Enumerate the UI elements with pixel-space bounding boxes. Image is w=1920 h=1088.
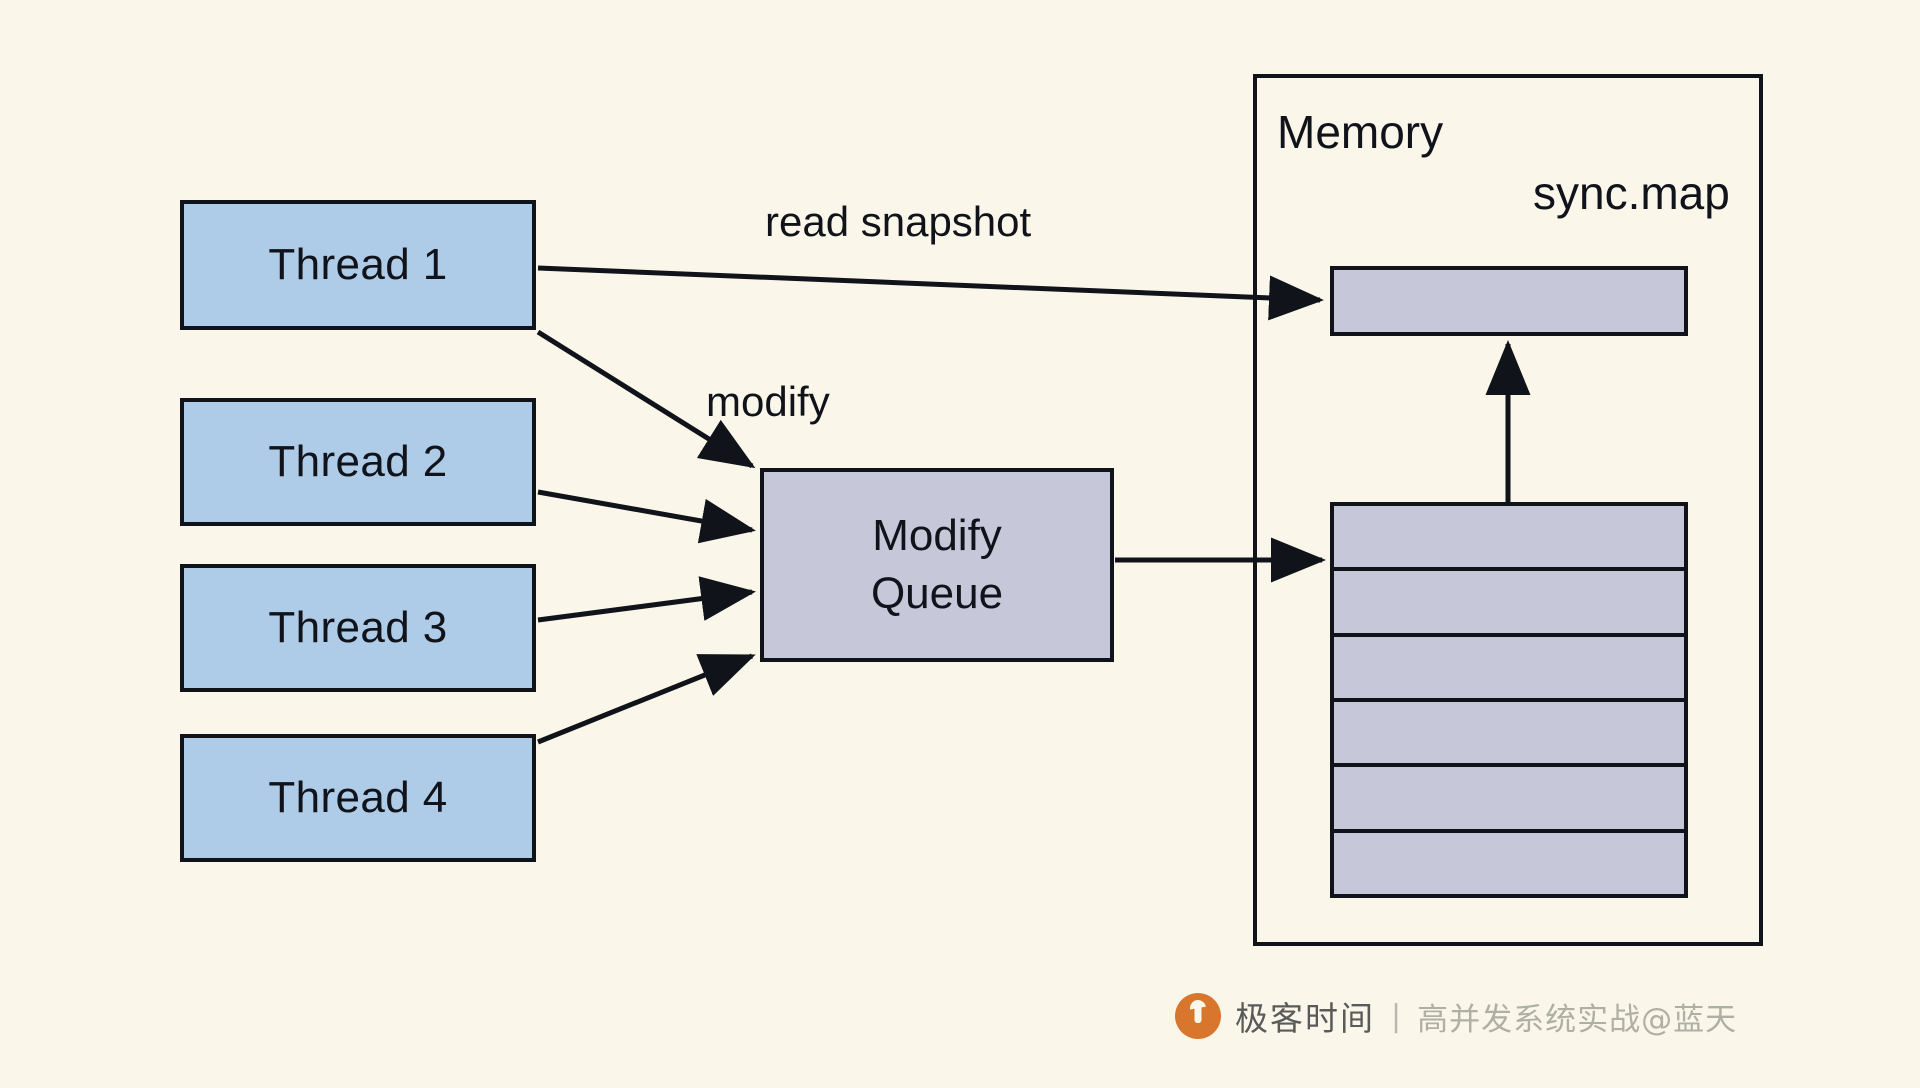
snapshot-row[interactable] xyxy=(1330,266,1688,336)
thread-label: Thread 2 xyxy=(268,437,448,486)
thread-box-1[interactable]: Thread 1 xyxy=(180,200,536,330)
dirty-stack[interactable] xyxy=(1330,502,1688,898)
modify-queue-label-line2: Queue xyxy=(870,569,1004,618)
edge-thread1-to-queue xyxy=(536,329,756,469)
thread-box-3[interactable]: Thread 3 xyxy=(180,564,536,692)
edge-thread3-to-queue xyxy=(537,576,756,623)
sync-map-label: sync.map xyxy=(1533,167,1730,219)
thread-label: Thread 1 xyxy=(268,240,448,289)
memory-title: Memory xyxy=(1277,106,1444,158)
edge-thread4-to-queue xyxy=(537,653,756,745)
edge-thread2-to-queue xyxy=(537,489,756,544)
modify-queue-label-line1: Modify xyxy=(872,510,1002,560)
thread-label: Thread 3 xyxy=(268,603,448,652)
modify-queue-box[interactable]: Modify Queue xyxy=(760,468,1114,662)
watermark-course: 高并发系统实战@蓝天 xyxy=(1417,1001,1738,1038)
edge-label-modify: modify xyxy=(706,378,830,425)
edge-thread1-to-snapshot xyxy=(537,265,1324,321)
thread-box-4[interactable]: Thread 4 xyxy=(180,734,536,862)
stack-row[interactable] xyxy=(1334,506,1684,572)
memory-frame xyxy=(1253,74,1763,946)
stack-row[interactable] xyxy=(1334,571,1684,637)
watermark-brand: 极客时间 xyxy=(1235,999,1375,1038)
watermark: 极客时间 | 高并发系统实战@蓝天 xyxy=(1175,988,1737,1044)
stack-row[interactable] xyxy=(1334,832,1684,894)
thread-label: Thread 4 xyxy=(268,773,448,822)
thread-box-2[interactable]: Thread 2 xyxy=(180,398,536,526)
stack-row[interactable] xyxy=(1334,636,1684,702)
stack-row[interactable] xyxy=(1334,767,1684,833)
stack-row[interactable] xyxy=(1334,701,1684,768)
watermark-separator: | xyxy=(1391,998,1402,1034)
edge-label-read-snapshot: read snapshot xyxy=(765,198,1032,245)
geekbang-logo-icon xyxy=(1175,993,1221,1039)
